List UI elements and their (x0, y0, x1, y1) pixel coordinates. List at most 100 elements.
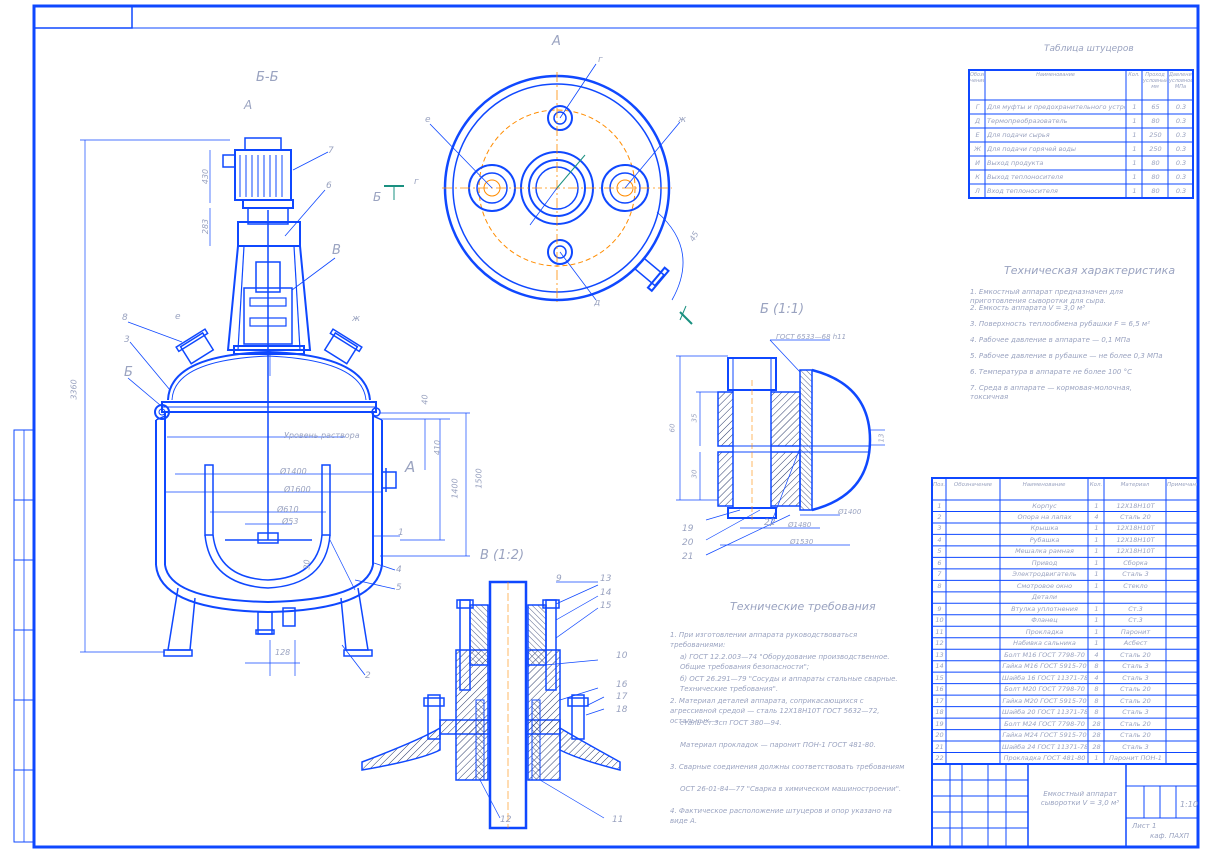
bom-cell: 1 (1094, 581, 1099, 590)
dim-d53-label: Ø53 (282, 517, 299, 526)
dim-d610-label: Ø610 (277, 505, 299, 514)
bom-cell: Опора на лапах (1017, 512, 1072, 521)
bom-cell: Шайба 24 ГОСТ 11371-78 (1002, 742, 1087, 751)
bom-cell: Сталь 20 (1120, 696, 1151, 705)
tech-req-item: Материал прокладок — паронит ПОН-1 ГОСТ … (680, 741, 876, 749)
nozzle-table-cell: К (975, 173, 980, 181)
tech-char-title: Техническая характеристика (1004, 264, 1176, 277)
bom-cell: 4 (1094, 650, 1099, 659)
bom-header: Примечание (1167, 482, 1197, 488)
callout-19: 19 (682, 524, 694, 534)
bom-cell: Втулка уплотнения (1011, 604, 1078, 613)
marker-v: В (332, 243, 341, 258)
callout-13: 13 (600, 574, 612, 584)
nozzle-table-cell: 0.3 (1175, 159, 1187, 167)
bom-cell: 18 (935, 708, 944, 717)
dim-410: 410 (433, 439, 443, 456)
bom-cell: Фланец (1031, 616, 1058, 625)
nozzle-table-header: Давление условное, МПа (1169, 72, 1192, 90)
nozzle-letter-e-main: е (175, 312, 181, 322)
bom-cell: Ст.3 (1128, 604, 1143, 613)
callout-16: 16 (616, 680, 628, 690)
bom-cell: Асбест (1123, 639, 1148, 648)
nozzle-table-cell: 0.3 (1175, 187, 1187, 195)
nozzle-table-header: Обозна-чение (970, 72, 984, 84)
detail-b-d30: 30 (690, 469, 699, 479)
bom-cell: 5 (937, 547, 942, 556)
bom-cell: Сталь 20 (1120, 719, 1151, 728)
bom-cell: Крышка (1030, 524, 1059, 533)
bom-cell: Сталь 20 (1120, 731, 1151, 740)
vessel-body (154, 328, 397, 657)
bom-cell: Шайба 16 ГОСТ 11371-78 (1002, 673, 1087, 682)
nozzle-table-cell: 1 (1132, 173, 1137, 181)
bom-cell: 13 (935, 650, 944, 659)
nozzle-table-cell: 80 (1151, 187, 1160, 195)
main-leader-lines (127, 151, 400, 676)
nozzle-table-cell: 0.3 (1175, 173, 1187, 181)
bom-cell: Паронит ПОН-1 (1109, 754, 1162, 763)
tech-char-item: 4. Рабочее давление в аппарате — 0,1 МПа (970, 336, 1131, 344)
detail-b (676, 339, 885, 556)
bom-cell: 8 (937, 581, 942, 590)
bom-cell: Болт М24 ГОСТ 7798-70 (1004, 719, 1085, 728)
bom-cell: 12Х18Н10Т (1116, 547, 1155, 556)
detail-b-d1530: Ø1530 (790, 538, 814, 546)
bom-cell: 20 (935, 731, 944, 740)
bom-cell: 16 (935, 685, 944, 694)
tech-char-item: 5. Рабочее давление в рубашке — не более… (970, 352, 1163, 360)
nozzle-table-cell: Для подачи сырья (987, 131, 1050, 139)
bom-cell: Болт М20 ГОСТ 7798-70 (1004, 685, 1085, 694)
tech-char-item: 3. Поверхность теплообмена рубашки F = 6… (970, 320, 1150, 328)
sheet-frame (13, 4, 1200, 849)
tech-req-item: 2. Материал деталей аппарата, соприкасаю… (670, 697, 880, 725)
nozzle-table-cell: Г (975, 103, 980, 111)
dim-d1600-label: Ø1600 (284, 485, 311, 494)
drive-stand (226, 210, 312, 540)
bom-cell: 1 (1094, 501, 1099, 510)
nozzle-table-cell: 80 (1151, 159, 1160, 167)
callout-3: 3 (124, 335, 130, 345)
bom-cell: Сталь 3 (1122, 570, 1149, 579)
callout-7: 7 (328, 146, 334, 156)
bom-cell: Сталь 3 (1122, 742, 1149, 751)
bom-cell: 3 (937, 524, 942, 533)
bom-cell: Сталь 3 (1122, 673, 1149, 682)
tech-req-item: б) ОСТ 26.291—79 "Сосуды и аппараты стал… (680, 675, 898, 693)
bom-cell: 28 (1092, 742, 1101, 751)
title-block-doc-title: Емкостный аппарат сыворотки V = 3,0 м³ (1040, 790, 1120, 807)
bom-cell: Мешалка рамная (1015, 547, 1074, 556)
nozzle-letter-g-left: г (414, 177, 419, 187)
nozzle-table-title: Таблица штуцеров (1044, 44, 1134, 54)
nozzle-table-cell: 0.3 (1175, 131, 1187, 139)
nozzle-table-cell: 1 (1132, 131, 1137, 139)
nozzle-table-cell: 0.3 (1175, 103, 1187, 111)
callout-18: 18 (616, 705, 628, 715)
dim-drive: 283 (201, 218, 211, 235)
bom-cell: 1 (1094, 604, 1099, 613)
nozzle-table-cell: 1 (1132, 103, 1137, 111)
bom-cell: Паронит (1120, 627, 1151, 636)
liquid-level-label: Уровень раствора (284, 431, 360, 440)
bom-cell: Гайка М16 ГОСТ 5915-70 (1002, 662, 1087, 671)
bom-cell: Прокладка (1025, 627, 1064, 636)
nozzle-table-cell: Для муфты и предохранительного устройств… (987, 103, 1125, 111)
bom-header: Поз. (933, 482, 945, 488)
tech-char-item: 1. Емкостный аппарат предназначен для пр… (970, 288, 1124, 305)
dim-1400v: 1400 (450, 478, 460, 499)
dim-total-height: 3360 (69, 379, 79, 400)
bom-cell: Ст.3 (1128, 616, 1143, 625)
bom-header: Наименование (1022, 482, 1066, 488)
callout-9: 9 (556, 574, 562, 584)
nozzle-table-cell: 1 (1132, 187, 1137, 195)
bom-cell: 22 (935, 754, 944, 763)
bom-cell: 1 (1094, 524, 1099, 533)
bom-cell: 1 (1094, 535, 1099, 544)
callout-20: 20 (682, 538, 694, 548)
bom-header: Кол. (1089, 482, 1103, 488)
bom-cell: Болт М16 ГОСТ 7798-70 (1004, 650, 1085, 659)
detail-b-d35: 35 (690, 413, 699, 423)
callout-4: 4 (396, 565, 402, 575)
callout-15: 15 (600, 601, 612, 611)
callout-5: 5 (396, 583, 402, 593)
